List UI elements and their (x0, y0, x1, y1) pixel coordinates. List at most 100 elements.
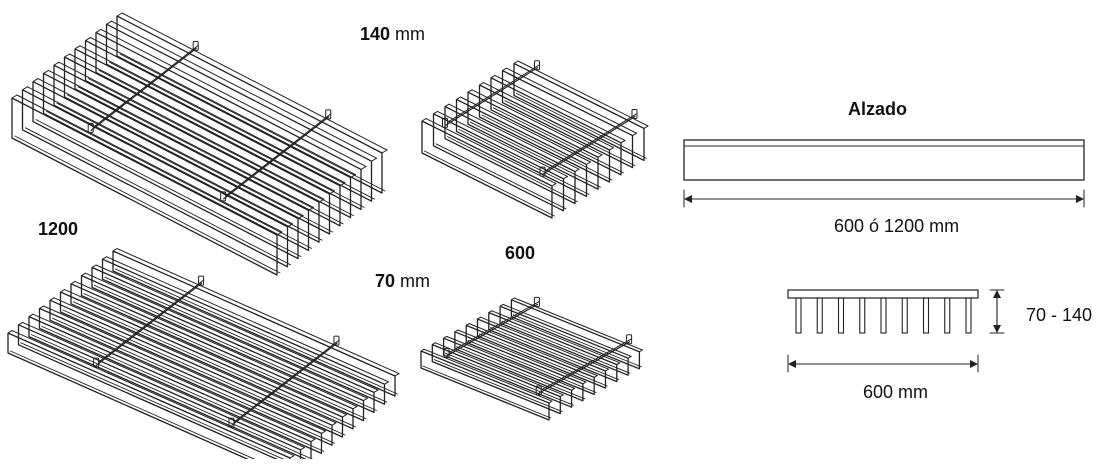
blade-top-edge (502, 303, 632, 357)
carrier-rail (231, 342, 338, 426)
depth-value-70: 70 (375, 271, 396, 291)
blade-inner-edge (62, 309, 346, 436)
louvre-blade (431, 342, 564, 415)
blade-inner-edge (77, 86, 344, 225)
blade-top-cap (381, 149, 388, 154)
blade-top-cap (477, 316, 481, 320)
blade-face (431, 343, 561, 415)
blade-face (74, 48, 341, 227)
blade-top-cap (620, 139, 626, 144)
blade-top-cap (384, 381, 389, 385)
blade-face (499, 305, 629, 376)
blade-top-edge (483, 82, 614, 149)
blade-face (42, 72, 310, 252)
blade-top-edge (491, 310, 621, 364)
section-width-label: 600 mm (863, 382, 929, 402)
blade-inner-edge (88, 78, 354, 217)
blade-top-cap (643, 125, 649, 129)
blade-top-edge (43, 305, 326, 432)
louvre-blade (11, 94, 283, 276)
carrier-rail-edge (98, 279, 205, 363)
louvre-blade (421, 118, 557, 219)
blade-top-edge (48, 69, 314, 208)
carrier-clip (93, 357, 100, 368)
blade-top-cap (22, 86, 28, 91)
blade-top-edge (11, 330, 295, 457)
blade-face (421, 120, 553, 219)
blade-top-cap (81, 272, 86, 277)
blade-face (490, 77, 622, 176)
louvre-blade (478, 82, 614, 183)
blade-top-edge (27, 86, 293, 225)
blade-top-edge (437, 110, 568, 177)
louvre-blade (7, 330, 295, 464)
blade-top-cap (563, 175, 568, 180)
blade-top-cap (593, 375, 598, 378)
blade-top-cap (559, 394, 564, 398)
blade-top-edge (460, 96, 591, 163)
blade-top-cap (394, 373, 400, 377)
blade-top-cap (421, 118, 427, 122)
blade-top-edge (64, 289, 347, 416)
louvre-blade (455, 96, 591, 198)
blade-top-edge (22, 321, 305, 448)
carrier-clip (631, 109, 638, 119)
blade-top-edge (457, 329, 587, 383)
blade-top-cap (7, 330, 13, 334)
blade-top-cap (360, 165, 367, 170)
blade-top-cap (609, 147, 614, 151)
blade-inner-edge (492, 107, 624, 174)
blade-top-edge (32, 313, 316, 440)
louvre-blade (53, 61, 325, 243)
blade-top-cap (586, 161, 591, 165)
blade-top-cap (605, 368, 609, 372)
blade-face (21, 89, 289, 268)
blade-top-edge (111, 20, 377, 159)
blade-top-cap (499, 303, 504, 307)
blade-face (80, 275, 365, 422)
blade-top-edge (468, 323, 598, 377)
blade-top-edge (53, 297, 337, 424)
blade-top-cap (102, 256, 107, 260)
louvre-blade (488, 310, 621, 383)
blade-top-edge (506, 67, 637, 134)
blade-top-cap (85, 37, 91, 42)
carrier-clip (333, 335, 340, 346)
carrier-clip (442, 117, 448, 128)
carrier-rail-edge (225, 113, 332, 197)
section-fin (837, 297, 845, 334)
blade-top-cap (433, 110, 438, 115)
louvre-blade (476, 316, 609, 389)
carrier-rail (542, 115, 636, 175)
carrier-rail-edge (233, 339, 340, 423)
arrow-head (1076, 195, 1084, 203)
elevation-outline (683, 139, 1085, 181)
blade-face (11, 97, 278, 276)
blade-face (513, 62, 645, 162)
blade-top-cap (300, 446, 305, 451)
blade-top-cap (465, 323, 470, 326)
blade-top-cap (467, 89, 473, 93)
blade-face (420, 350, 550, 421)
blade-top-cap (352, 405, 358, 410)
section-height-label: 70 - 140 (1026, 305, 1093, 325)
blade-face (38, 307, 323, 455)
blade-top-edge (37, 78, 304, 217)
blade-top-cap (32, 78, 39, 83)
blade-inner-edge (490, 327, 620, 381)
louvre-blade (38, 305, 326, 455)
blade-face (95, 31, 362, 211)
blade-top-cap (456, 96, 461, 100)
carrier-clip (535, 385, 542, 396)
blade-top-cap (74, 45, 81, 50)
elevation-length-label: 600 ó 1200 mm (834, 216, 960, 236)
blade-top-cap (371, 157, 377, 162)
carrier-rail-edge (448, 300, 540, 354)
depth-unit-70: mm (395, 271, 431, 291)
blade-top-cap (28, 313, 34, 318)
blade-top-cap (321, 430, 326, 434)
blade-face (105, 23, 373, 202)
carrier-rail (95, 282, 203, 366)
carrier-clip (443, 348, 450, 359)
blade-top-cap (513, 60, 519, 64)
